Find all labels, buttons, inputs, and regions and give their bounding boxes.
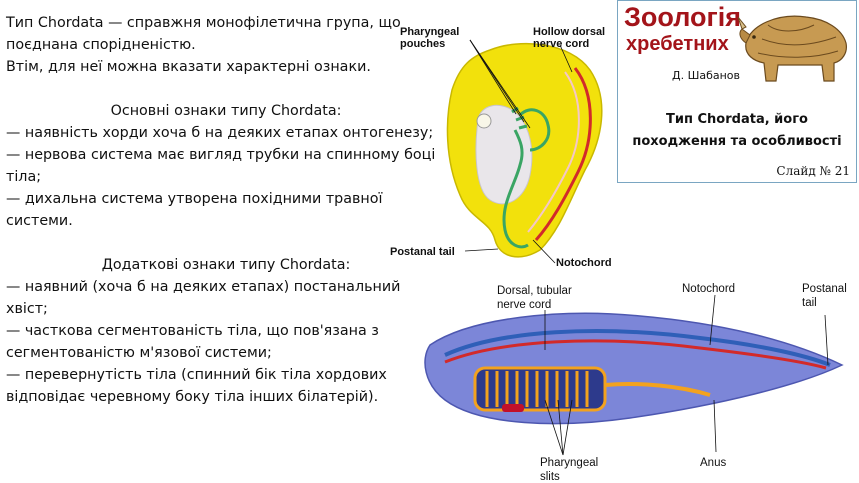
main-feature: — наявність хорди хоча б на деяких етапа…: [6, 125, 434, 141]
label-lancelet-notochord: Notochord: [682, 283, 735, 295]
label-dorsal-nerve-cord: nerve cord: [497, 299, 551, 311]
label-postanal-tail: Postanal tail: [390, 246, 455, 258]
extra-feature: — наявний (хоча б на деяких етапах) пост…: [6, 279, 401, 317]
main-feature: — дихальна система утворена похідними тр…: [6, 191, 383, 229]
label-notochord: Notochord: [556, 257, 612, 269]
course-subtitle: хребетних: [626, 33, 729, 55]
slide-title-line: походження та особливості: [632, 134, 842, 149]
author-name: Д. Шабанов: [672, 69, 741, 82]
label-pharyngeal-pouches: pouches: [400, 38, 445, 50]
course-title-box: Зоологія хребетних Д. Шабанов Тип Chorda…: [617, 0, 857, 183]
extra-feature: — перевернутість тіла (спинний бік тіла …: [6, 367, 387, 383]
main-feature: тіла;: [6, 169, 42, 185]
label-anus: Anus: [700, 457, 726, 469]
embryo-figure: Pharyngeal pouches Hollow dorsal nerve c…: [390, 26, 612, 269]
extra-feature: сегментованістю м'язової системи;: [6, 345, 272, 361]
label-pharyngeal-slits: Pharyngeal: [540, 457, 598, 469]
lancelet-figure: Dorsal, tubular nerve cord Notochord Pos…: [424, 283, 847, 483]
extra-features-heading: Додаткові ознаки типу Chordata:: [101, 257, 351, 273]
slide-number: Слайд № 21: [776, 164, 850, 178]
intro-line: поєднана спорідненістю.: [6, 37, 196, 53]
label-dorsal-nerve-cord: Dorsal, tubular: [497, 285, 572, 297]
intro-line: Тип Chordata — справжня монофілетична гр…: [6, 15, 401, 31]
extra-feature: відповідає черевному боку тіла інших біл…: [6, 389, 379, 405]
label-hollow-dorsal-nerve-cord: nerve cord: [533, 38, 589, 50]
label-lancelet-postanal-tail: Postanal: [802, 283, 847, 295]
slide-title-line: Тип Chordata, його: [666, 112, 808, 127]
rhinoceros-image: [738, 15, 847, 82]
slide-title: Тип Chordata, його походження та особлив…: [618, 109, 856, 153]
label-hollow-dorsal-nerve-cord: Hollow dorsal: [533, 26, 605, 38]
extra-feature: — часткова сегментованість тіла, що пов'…: [6, 323, 379, 339]
label-lancelet-postanal-tail: tail: [802, 297, 817, 309]
main-feature: — нервова система має вигляд трубки на с…: [6, 147, 436, 163]
intro-line: Втім, для неї можна вказати характерні о…: [6, 59, 371, 75]
main-features-heading: Основні ознаки типу Chordata:: [110, 103, 342, 119]
course-title: Зоологія: [624, 2, 742, 32]
label-pharyngeal-pouches: Pharyngeal: [400, 26, 459, 38]
text-block: Тип Chordata — справжня монофілетична гр…: [6, 12, 446, 408]
label-pharyngeal-slits: slits: [540, 471, 560, 483]
